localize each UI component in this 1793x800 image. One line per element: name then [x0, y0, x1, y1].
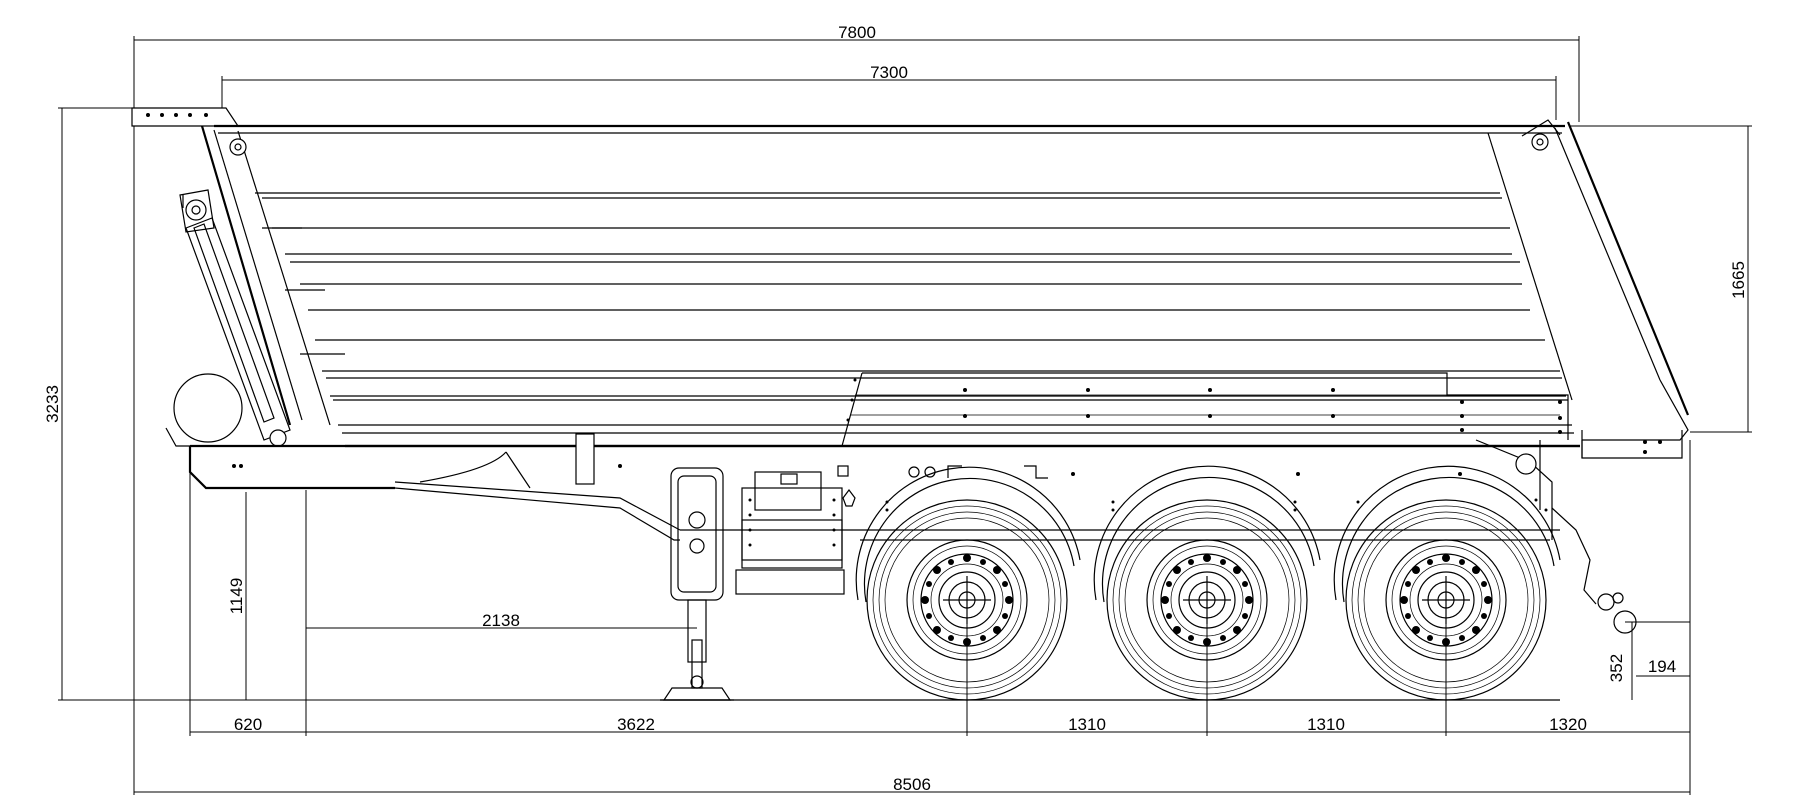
- axle-2: [1093, 465, 1321, 701]
- dim-body-length-inner: 7300: [870, 63, 908, 82]
- chassis-frame: [188, 433, 1580, 541]
- dim-axle-spacing-2: 1310: [1307, 715, 1345, 734]
- support-leg: [660, 467, 734, 701]
- axle-3: [1333, 465, 1561, 701]
- air-tank: [165, 373, 250, 447]
- dim-axle-spacing-1: 1310: [1068, 715, 1106, 734]
- toolbox: [735, 487, 845, 595]
- dim-hitch-height: 352: [1607, 654, 1626, 682]
- dim-kingpin-to-axle: 3622: [617, 715, 655, 734]
- dim-overall-length: 8506: [893, 775, 931, 794]
- dim-rear-overhang: 1320: [1549, 715, 1587, 734]
- dim-side-height: 1665: [1729, 261, 1748, 299]
- rear-hitch: [1475, 439, 1637, 634]
- axle-1: [855, 466, 1081, 701]
- dim-overall-height: 3233: [43, 385, 62, 423]
- dim-support-leg-position: 2138: [482, 611, 520, 630]
- dimension-lines: [58, 36, 1752, 795]
- tipper-body: [131, 107, 1690, 459]
- dim-hitch-offset: 194: [1648, 657, 1676, 676]
- dim-body-length-outer: 7800: [838, 23, 876, 42]
- dim-frame-height: 1149: [227, 578, 246, 615]
- dim-front-overhang: 620: [234, 715, 262, 734]
